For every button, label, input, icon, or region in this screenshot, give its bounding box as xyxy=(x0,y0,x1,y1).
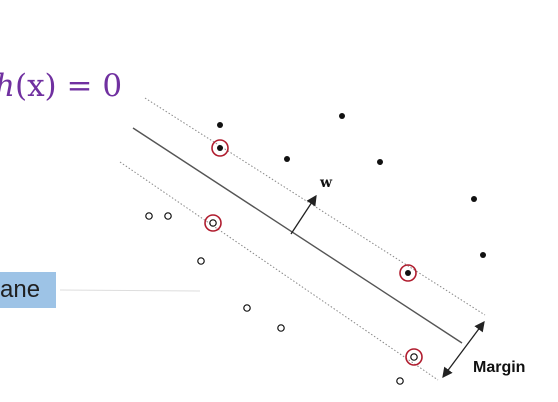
upper-margin-line xyxy=(144,97,486,316)
positive-point xyxy=(480,252,486,258)
positive-point xyxy=(471,196,477,202)
negative-point xyxy=(243,304,251,312)
faint-guide-line xyxy=(59,289,201,292)
negative-point xyxy=(145,212,153,220)
hyperplane-equation: h(x) = 0 xyxy=(0,68,122,104)
hyperplane-line xyxy=(132,127,463,344)
w-vector-label: w xyxy=(319,175,333,191)
positive-point xyxy=(217,122,223,128)
negative-support-vector-circled-dot-icon xyxy=(204,214,222,232)
margin-double-arrow-icon xyxy=(442,320,485,379)
positive-support-vector-circled-dot-icon xyxy=(399,264,417,282)
positive-point xyxy=(339,113,345,119)
equation-function-name: h xyxy=(0,68,15,104)
negative-point xyxy=(164,212,172,220)
negative-support-vector-circled-dot-icon xyxy=(405,348,423,366)
margin-label: Margin xyxy=(473,359,525,376)
lower-margin-line xyxy=(119,161,439,381)
positive-point xyxy=(284,156,290,162)
positive-point xyxy=(377,159,383,165)
negative-point xyxy=(277,324,285,332)
negative-point xyxy=(396,377,404,385)
positive-support-vector-circled-dot-icon xyxy=(211,139,229,157)
hyperplane-label: ane xyxy=(0,272,56,308)
equation-body: (x) = 0 xyxy=(14,68,123,104)
negative-point xyxy=(197,257,205,265)
w-vector-arrow-icon xyxy=(290,194,317,235)
